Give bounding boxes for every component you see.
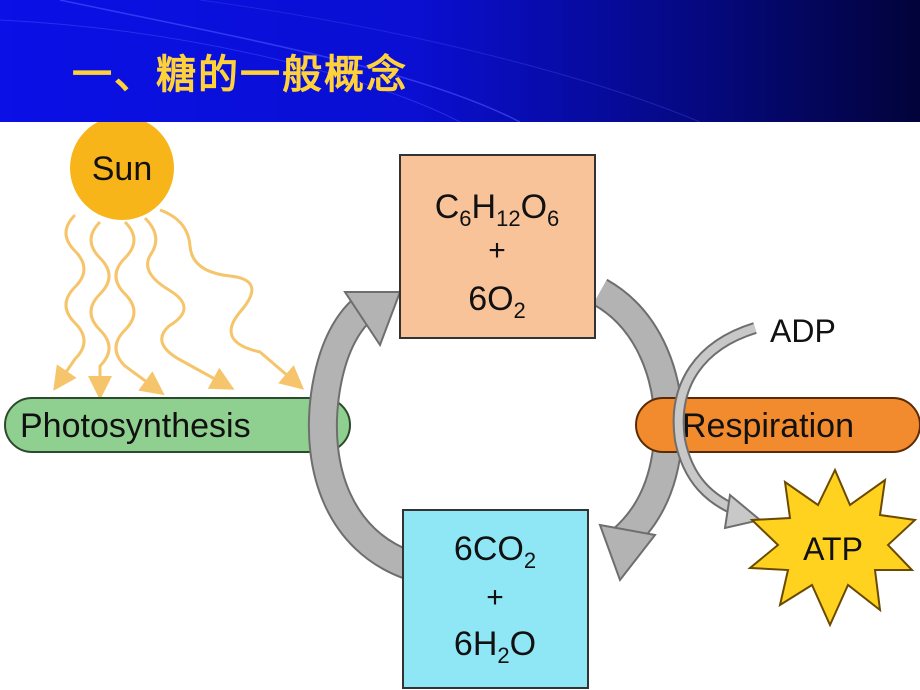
carbon-cycle-diagram: Sun Photosynthesis C6H12O6 + 6O2 6CO2 + … (4, 122, 920, 689)
slide-title: 一、糖的一般概念 (72, 52, 408, 98)
glucose-oxygen-box: C6H12O6 + 6O2 (399, 154, 596, 339)
co2-formula: 6CO2 (454, 530, 536, 573)
atp-starburst: ATP (747, 467, 918, 628)
cycle-arrow-left (307, 291, 414, 580)
photosynthesis-label: Photosynthesis (20, 407, 251, 445)
header-decoration (0, 0, 701, 122)
light-rays (53, 208, 305, 400)
slide-header: 一、糖的一般概念 (0, 0, 920, 122)
atp-label: ATP (803, 531, 863, 567)
adp-label: ADP (770, 313, 836, 349)
top-plus: + (488, 234, 506, 267)
sun-icon (70, 122, 174, 220)
sun: Sun (70, 122, 174, 220)
bottom-plus: + (486, 581, 504, 614)
sun-label: Sun (92, 150, 153, 188)
respiration-label: Respiration (682, 407, 854, 445)
water-formula: 6H2O (454, 625, 536, 668)
photosynthesis-label-pill: Photosynthesis (4, 397, 351, 453)
carbon-dioxide-water-box: 6CO2 + 6H2O (402, 509, 589, 689)
respiration-label-pill: Respiration (635, 397, 920, 453)
glucose-formula: C6H12O6 (435, 188, 560, 231)
